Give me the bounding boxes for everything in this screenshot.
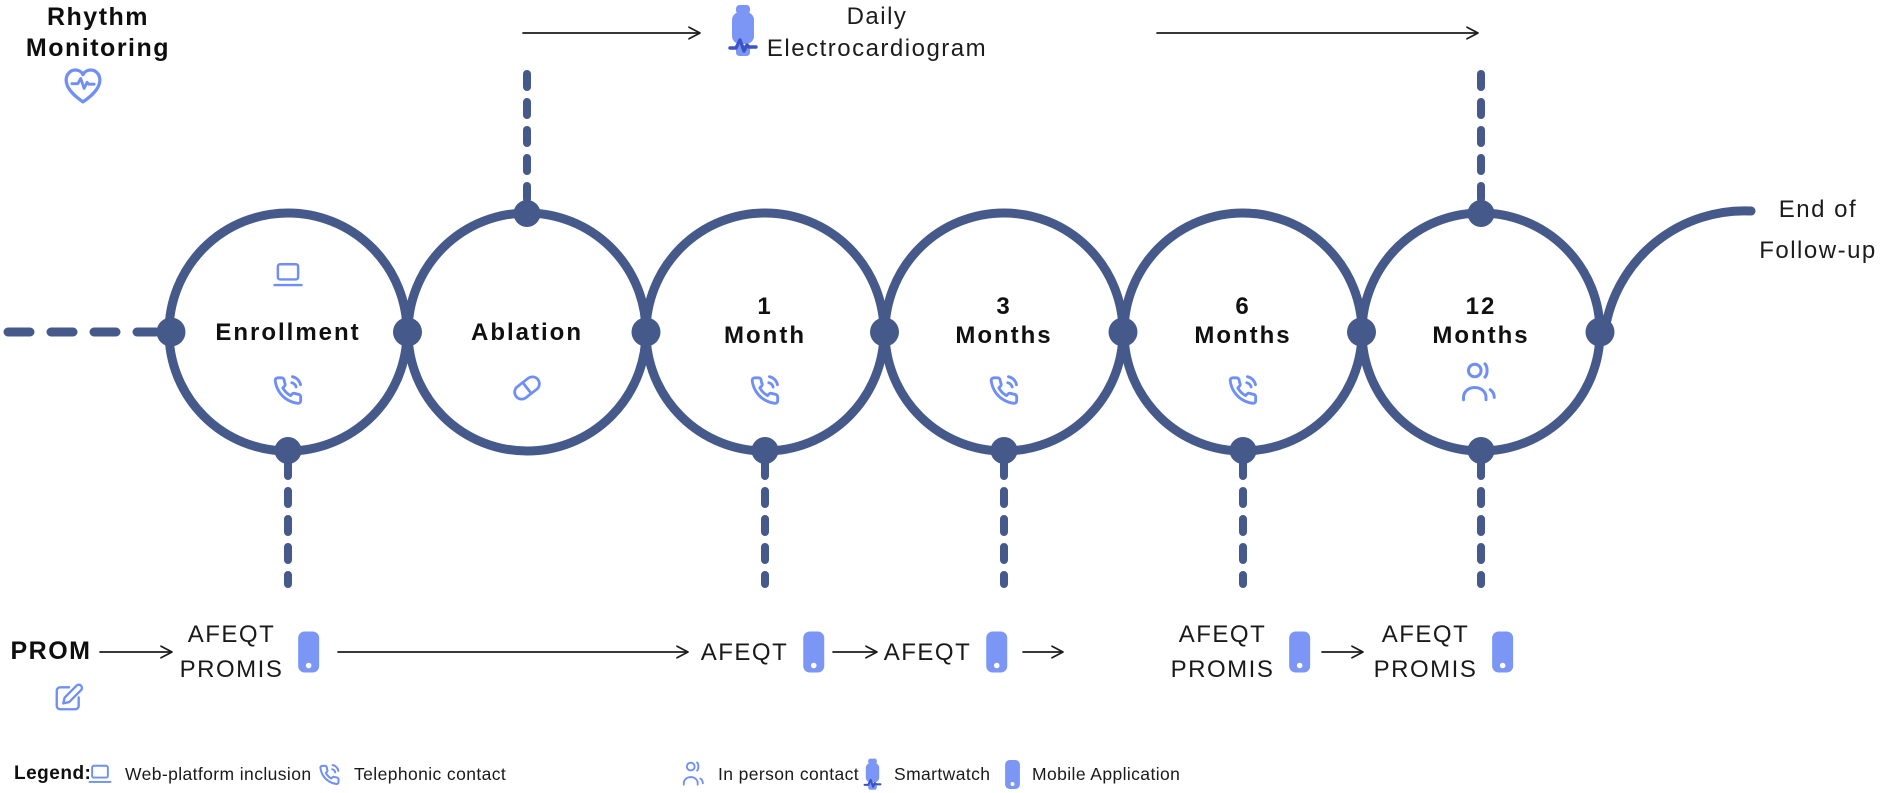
prom-item-12-months: AFEQT PROMIS bbox=[1374, 621, 1515, 683]
laptop-icon bbox=[86, 764, 114, 785]
prom-item-label: AFEQT PROMIS bbox=[1170, 621, 1275, 683]
prom-item-6-months: AFEQT PROMIS bbox=[1171, 621, 1312, 683]
telephone-icon bbox=[1224, 371, 1262, 409]
legend-title: Legend: bbox=[14, 763, 92, 784]
stage-label-1-month: 1 Month bbox=[724, 293, 806, 349]
telephone-icon bbox=[985, 371, 1023, 409]
telephone-icon bbox=[746, 371, 784, 409]
stage-label-ablation: Ablation bbox=[471, 319, 583, 346]
legend-item-label: Web-platform inclusion bbox=[125, 763, 312, 784]
stage-label-12-months: 12 Months bbox=[1432, 293, 1530, 349]
stage-label-6-months: 6 Months bbox=[1194, 293, 1292, 349]
laptop-icon bbox=[270, 262, 306, 289]
prom-item-label: AFEQT PROMIS bbox=[1373, 621, 1478, 683]
legend-item-telephonic: Telephonic contact bbox=[316, 753, 506, 793]
edit-icon bbox=[50, 680, 86, 716]
rhythm-monitoring-label: Rhythm Monitoring bbox=[25, 3, 171, 62]
mobile-icon bbox=[1490, 630, 1514, 674]
mobile-icon bbox=[801, 630, 825, 674]
connector-dots bbox=[156, 200, 1615, 464]
prom-item-label: AFEQT PROMIS bbox=[179, 621, 284, 683]
heart-pulse-icon bbox=[60, 62, 106, 108]
legend-item-in-person: In person contact bbox=[681, 753, 859, 793]
prom-item-enrollment: AFEQT PROMIS bbox=[180, 621, 321, 683]
legend-item-label: In person contact bbox=[718, 763, 860, 784]
legend-item-web-platform: Web-platform inclusion bbox=[86, 753, 311, 793]
legend-item-label: Telephonic contact bbox=[354, 763, 507, 784]
mobile-icon bbox=[984, 630, 1008, 674]
smartwatch-icon bbox=[862, 758, 883, 791]
prom-item-label: AFEQT bbox=[883, 638, 972, 666]
prom-item-label: AFEQT bbox=[700, 638, 789, 666]
legend-item-label: Mobile Application bbox=[1032, 763, 1181, 784]
person-icon bbox=[681, 760, 707, 788]
prom-item-1-month: AFEQT bbox=[701, 622, 826, 682]
flow-arrows bbox=[99, 26, 1479, 659]
daily-ecg-label: Daily Electrocardiogram bbox=[766, 3, 988, 62]
legend-item-smartwatch: Smartwatch bbox=[862, 753, 990, 793]
legend-item-label: Smartwatch bbox=[894, 763, 991, 784]
prom-label: PROM bbox=[10, 637, 92, 665]
person-icon bbox=[1459, 360, 1501, 405]
end-of-followup-curve bbox=[1600, 206, 1756, 335]
stage-label-3-months: 3 Months bbox=[955, 293, 1053, 349]
mobile-icon bbox=[1287, 630, 1311, 674]
stage-label-enrollment: Enrollment bbox=[215, 319, 361, 346]
mobile-icon bbox=[296, 630, 320, 674]
dashed-connectors bbox=[284, 70, 1485, 588]
end-of-followup-label: End of Follow-up bbox=[1759, 196, 1877, 264]
prom-item-3-months: AFEQT bbox=[884, 622, 1009, 682]
telephone-icon bbox=[316, 761, 343, 788]
legend-item-mobile-application: Mobile Application bbox=[1004, 753, 1180, 793]
mobile-icon bbox=[1004, 759, 1021, 790]
telephone-icon bbox=[269, 371, 307, 409]
pill-icon bbox=[506, 367, 548, 409]
